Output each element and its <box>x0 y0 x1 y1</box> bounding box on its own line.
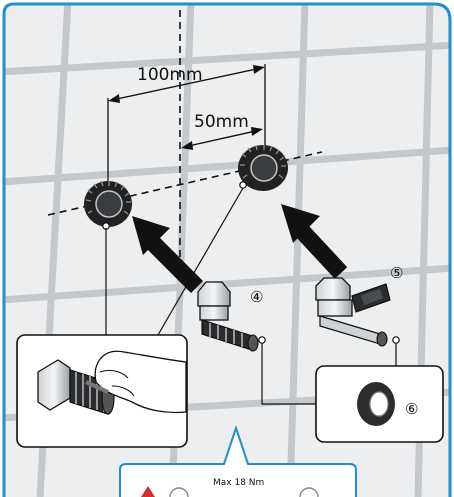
dimension-50mm-label: 50mm <box>194 112 249 132</box>
hand-icon <box>94 350 187 414</box>
callout-6-label: ⑥ <box>405 400 418 418</box>
torque-note-label: Max 18 Nm <box>213 478 264 488</box>
right-insert-arrow-icon <box>281 204 348 279</box>
dimension-50mm <box>181 127 263 150</box>
dimension-100mm <box>107 64 266 183</box>
connector-4-icon <box>197 281 266 352</box>
dimension-100mm-label: 100mm <box>137 65 203 85</box>
callout-5-label: ⑤ <box>390 264 403 282</box>
left-wall-fitting <box>84 180 132 230</box>
torque-callout <box>119 424 357 497</box>
right-wall-fitting <box>238 144 288 191</box>
warning-triangle-icon <box>141 486 155 497</box>
washer-detail-box <box>315 365 444 443</box>
connector-5-valve-icon <box>315 277 400 347</box>
wrench-icon-right <box>299 487 319 497</box>
leader-line-4 <box>261 343 319 405</box>
tape-strip-icon <box>85 380 109 394</box>
callout-4-label: ④ <box>250 288 263 306</box>
washer-icon <box>357 382 395 426</box>
thread-tape-detail-box <box>16 187 244 448</box>
wrench-icon <box>169 487 189 497</box>
